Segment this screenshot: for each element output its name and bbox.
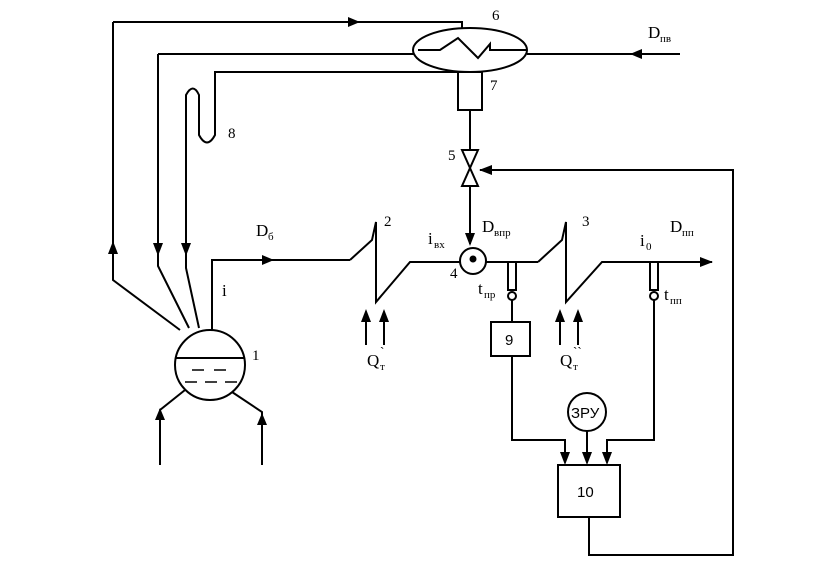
controller-9-to-10 <box>511 356 566 462</box>
attemperator-dot <box>469 255 477 263</box>
middle-loop-down-arrow <box>153 243 163 256</box>
label-d-pv-sub: пв <box>660 33 671 45</box>
label-t-pr-sub: пр <box>484 289 496 301</box>
label-i-vx: i <box>428 229 433 248</box>
label-t-pp-sub: пп <box>670 295 682 307</box>
drum-downcomer-left-arrow <box>155 408 165 420</box>
condenser-coil <box>418 36 527 60</box>
sensor-t-pp-arrow <box>602 452 612 465</box>
controller-10-feedback-arrow <box>479 165 492 175</box>
heat-arrow-3a-head <box>555 309 565 322</box>
label-num-1: 1 <box>252 348 260 364</box>
middle-loop-line <box>157 53 418 329</box>
label-num-9: 9 <box>505 332 513 349</box>
label-q2-sup: `` <box>573 344 582 359</box>
label-num-10: 10 <box>577 484 594 501</box>
valve-down-arrow <box>465 233 475 246</box>
controller-9-to-10-arrow <box>560 452 570 465</box>
sensor-t-pp <box>649 261 659 291</box>
label-num-3: 3 <box>582 214 590 230</box>
label-d-pv: D <box>648 23 660 42</box>
label-q1-sup: ` <box>380 344 384 359</box>
sensor-t-pr <box>507 261 517 291</box>
zru-to-10-arrow <box>582 452 592 465</box>
controller-9-box <box>490 321 531 357</box>
label-t-pp: t <box>664 285 669 304</box>
outer-loop-arrow <box>348 17 360 27</box>
label-d-b-sub: б <box>268 231 274 243</box>
label-q2-sub: т <box>573 361 578 373</box>
heat-arrow-2a-head <box>361 309 371 322</box>
label-i-0-sub: 0 <box>646 241 652 253</box>
label-q1-sub: т <box>380 361 385 373</box>
drum-downcomer-right <box>231 391 263 465</box>
superheater-2 <box>349 221 462 305</box>
outlet-steam-arrow <box>700 257 713 267</box>
label-i-vx-sub: вх <box>434 239 445 251</box>
label-num-5: 5 <box>448 148 456 164</box>
outer-loop-drum-line <box>112 254 181 331</box>
drum-steam-arrow <box>262 255 274 265</box>
inner-loop-line <box>214 71 462 100</box>
label-t-pr: t <box>478 279 483 298</box>
label-d-vpr: D <box>482 217 494 236</box>
heat-arrow-3b-head <box>573 309 583 322</box>
label-q1: Q <box>367 351 379 370</box>
label-i-0: i <box>640 231 645 250</box>
outer-loop-upward-arrow <box>108 241 118 254</box>
label-num-4: 4 <box>450 266 458 282</box>
superheater-3 <box>537 221 712 305</box>
valve-5 <box>460 149 480 187</box>
sensor-t-pp-line <box>606 300 655 462</box>
outer-loop-line <box>112 21 463 250</box>
label-d-b: D <box>256 221 268 240</box>
label-num-6: 6 <box>492 8 500 24</box>
sensor-t-pp-bulb <box>649 291 659 301</box>
label-num-8: 8 <box>228 126 236 142</box>
drum-downcomer-left <box>159 389 186 465</box>
label-d-vpr-sub: впр <box>494 227 511 239</box>
collector-7 <box>457 71 483 111</box>
inner-loop-down-arrow <box>181 243 191 256</box>
label-d-pp-sub: пп <box>682 227 694 239</box>
label-q2: Q <box>560 351 572 370</box>
label-i: i <box>222 281 227 300</box>
label-num-7: 7 <box>490 78 498 94</box>
sensor-t-pr-bulb <box>507 291 517 301</box>
label-d-pp: D <box>670 217 682 236</box>
drum-downcomer-right-arrow <box>257 413 267 425</box>
drum-1 <box>174 329 246 401</box>
heat-arrow-2b-head <box>379 309 389 322</box>
coil-8 <box>185 87 216 329</box>
drum-steam-line <box>211 259 350 330</box>
label-zru: ЗРУ <box>571 405 600 422</box>
feed-water-arrow <box>630 49 642 59</box>
controller-10-feedback <box>480 169 734 556</box>
label-num-2: 2 <box>384 214 392 230</box>
